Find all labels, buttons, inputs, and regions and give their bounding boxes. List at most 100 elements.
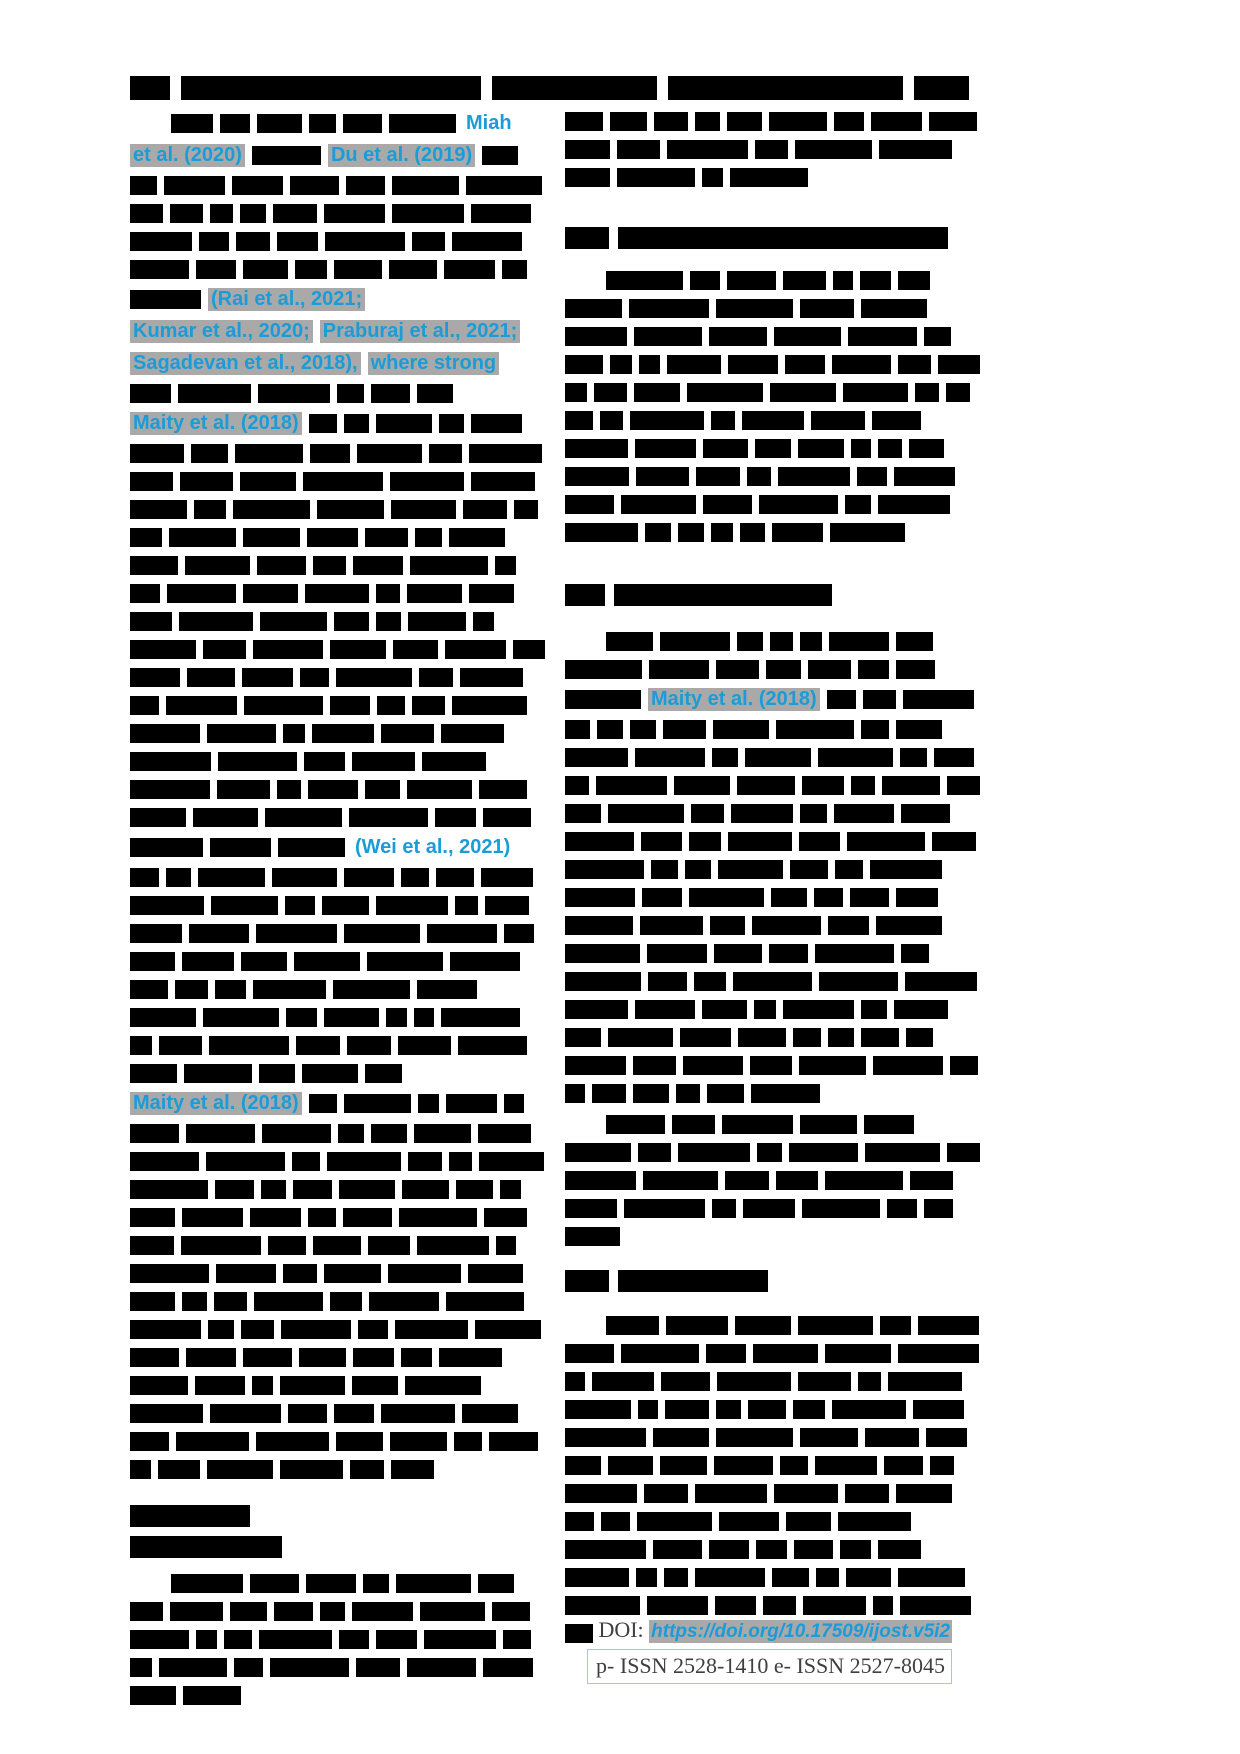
citation-link[interactable]: where strong bbox=[367, 352, 500, 375]
paragraph-indent bbox=[130, 114, 164, 133]
redacted-text-bar bbox=[888, 1372, 962, 1391]
redacted-text-bar bbox=[565, 1171, 636, 1190]
redacted-heading-bar bbox=[565, 584, 605, 606]
redacted-text-bar bbox=[485, 896, 529, 915]
redacted-text-bar bbox=[324, 1008, 379, 1027]
redacted-text-bar bbox=[215, 980, 246, 999]
citation-link[interactable]: Praburaj et al., 2021; bbox=[319, 320, 521, 343]
redacted-text-bar bbox=[880, 1316, 911, 1335]
redacted-text-bar bbox=[363, 1574, 389, 1593]
redacted-text-bar bbox=[772, 523, 823, 542]
redacted-text-bar bbox=[352, 1602, 413, 1621]
redacted-text-bar bbox=[663, 720, 706, 739]
citation-link[interactable]: Miah bbox=[466, 112, 512, 134]
redacted-text-bar bbox=[283, 724, 305, 743]
redacted-text-bar bbox=[624, 1199, 705, 1218]
redacted-text-bar bbox=[262, 1124, 331, 1143]
redacted-text-bar bbox=[460, 668, 523, 687]
redacted-text-bar bbox=[727, 271, 776, 290]
redacted-text-bar bbox=[596, 776, 667, 795]
citation-link[interactable]: et al. (2020) bbox=[130, 144, 245, 167]
redacted-text-bar bbox=[513, 640, 545, 659]
citation-link[interactable]: Kumar et al., 2020; bbox=[130, 320, 313, 343]
redacted-text-bar bbox=[887, 1199, 917, 1218]
doi-link[interactable]: https://doi.org/10.17509/ijost.v5i2 bbox=[649, 1620, 952, 1643]
redacted-text-bar bbox=[452, 232, 522, 251]
redacted-text-bar bbox=[215, 1180, 254, 1199]
redacted-text-bar bbox=[193, 808, 258, 827]
redacted-text-bar bbox=[565, 1540, 646, 1559]
redacted-text-bar bbox=[633, 1056, 676, 1075]
citation-link[interactable]: Du et al. (2019) bbox=[327, 144, 476, 167]
redacted-text-bar bbox=[337, 384, 364, 403]
redacted-text-bar bbox=[845, 495, 871, 514]
redacted-text-bar bbox=[191, 444, 228, 463]
page-header-redacted bbox=[130, 76, 980, 100]
redacted-text-bar bbox=[617, 168, 695, 187]
redacted-text-bar bbox=[742, 411, 804, 430]
redacted-paragraph bbox=[130, 1574, 545, 1705]
redacted-text-bar bbox=[565, 327, 627, 346]
redacted-text-bar bbox=[748, 1400, 786, 1419]
redacted-text-bar bbox=[280, 1460, 343, 1479]
redacted-text-bar bbox=[565, 1456, 601, 1475]
redacted-text-bar bbox=[901, 944, 929, 963]
redacted-text-bar bbox=[242, 668, 293, 687]
redacted-text-bar bbox=[446, 1292, 524, 1311]
redacted-text-bar bbox=[376, 612, 401, 631]
redacted-text-bar bbox=[130, 290, 201, 309]
redacted-text-bar bbox=[815, 944, 894, 963]
redacted-text-bar bbox=[130, 1264, 209, 1283]
redacted-text-bar bbox=[198, 868, 265, 887]
redacted-text-bar bbox=[757, 1143, 782, 1162]
redacted-text-bar bbox=[130, 1320, 201, 1339]
redacted-text-bar bbox=[690, 271, 720, 290]
redacted-text-bar bbox=[458, 1036, 527, 1055]
redacted-text-bar bbox=[565, 832, 634, 851]
redacted-text-bar bbox=[203, 640, 246, 659]
redacted-text-bar bbox=[848, 327, 917, 346]
redacted-text-bar bbox=[303, 472, 383, 491]
redacted-text-bar bbox=[753, 1344, 818, 1363]
redacted-text-bar bbox=[419, 668, 453, 687]
redacted-text-bar bbox=[719, 1512, 779, 1531]
redacted-text-bar bbox=[712, 1199, 736, 1218]
redacted-heading-line bbox=[565, 584, 980, 606]
citation-link[interactable]: Maity et al. (2018) bbox=[648, 688, 820, 711]
redacted-text-bar bbox=[344, 924, 420, 943]
citation-link[interactable]: Maity et al. (2018) bbox=[130, 412, 302, 435]
redacted-text-bar bbox=[343, 114, 382, 133]
redacted-text-bar bbox=[845, 1484, 889, 1503]
citation-link[interactable]: (Wei et al., 2021) bbox=[355, 836, 511, 858]
redacted-text-bar bbox=[438, 414, 464, 433]
redacted-text-bar bbox=[709, 1540, 749, 1559]
citation-link[interactable]: Sagadevan et al., 2018), bbox=[130, 352, 361, 375]
redacted-text-bar bbox=[308, 1208, 336, 1227]
redacted-text-bar bbox=[755, 439, 791, 458]
citation-link[interactable]: Maity et al. (2018) bbox=[130, 1092, 302, 1115]
redacted-text-bar bbox=[358, 1320, 388, 1339]
redacted-heading-bar bbox=[130, 1536, 282, 1558]
redacted-text-bar bbox=[565, 467, 629, 486]
redacted-text-bar bbox=[130, 1602, 163, 1621]
redacted-text-bar bbox=[864, 1115, 914, 1134]
redacted-text-bar bbox=[405, 1376, 481, 1395]
redacted-text-bar bbox=[230, 1602, 267, 1621]
redacted-text-bar bbox=[130, 808, 186, 827]
redacted-text-bar bbox=[259, 1630, 332, 1649]
redacted-text-bar bbox=[651, 860, 678, 879]
redacted-text-bar bbox=[182, 1292, 207, 1311]
redacted-text-bar bbox=[638, 1400, 658, 1419]
redacted-text-bar bbox=[166, 696, 237, 715]
redacted-text-bar bbox=[375, 414, 432, 433]
redacted-heading-bar bbox=[614, 584, 832, 606]
redacted-text-bar bbox=[737, 632, 763, 651]
citation-link[interactable]: (Rai et al., 2021; bbox=[208, 288, 366, 311]
redacted-text-bar bbox=[857, 467, 887, 486]
redacted-text-bar bbox=[878, 439, 902, 458]
redacted-text-bar bbox=[312, 724, 374, 743]
redacted-text-bar bbox=[565, 383, 587, 402]
redacted-text-bar bbox=[896, 888, 938, 907]
redacted-text-bar bbox=[600, 411, 623, 430]
redacted-text-bar bbox=[754, 1000, 776, 1019]
